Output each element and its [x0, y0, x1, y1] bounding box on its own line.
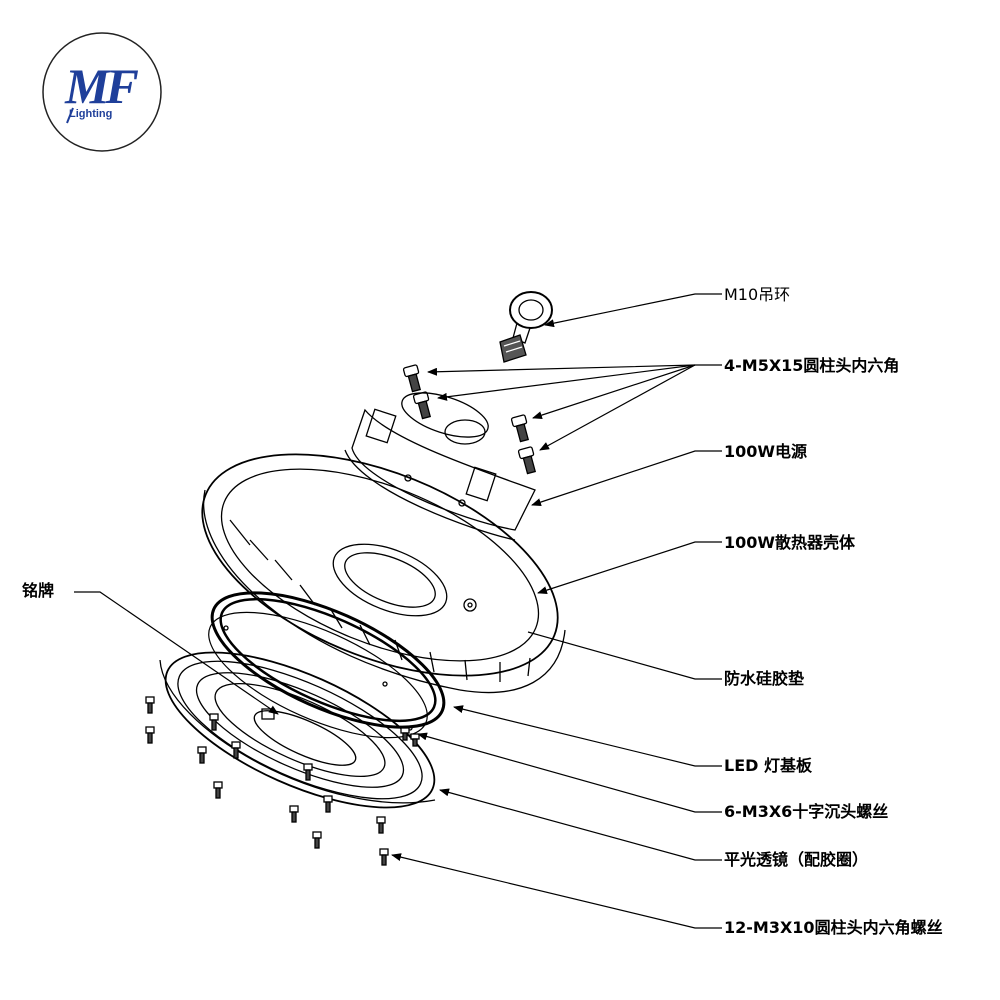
label-lens: 平光透镜（配胶圈）: [724, 850, 869, 869]
leader-m3x6: [417, 732, 722, 813]
logo-mark: MF: [64, 58, 139, 114]
heatsink-housing-part: [201, 453, 566, 694]
led-board-part: [208, 611, 428, 739]
leader-eye-bolt: [544, 293, 722, 328]
label-m3x10-screws: 12-M3X10圆柱头内六角螺丝: [724, 918, 943, 937]
label-nameplate: 铭牌: [22, 581, 55, 600]
gasket-part: [210, 591, 446, 729]
logo-emblem: MF Lighting: [42, 32, 162, 152]
leader-lines: [74, 293, 722, 929]
power-driver-part: [344, 392, 536, 541]
logo-slash: [66, 107, 74, 124]
leader-nameplate: [74, 591, 279, 715]
label-led-board: LED 灯基板: [724, 756, 812, 775]
leader-m3x10: [391, 853, 722, 929]
m3x10-screws-part: [145, 696, 389, 866]
logo-ring: [42, 32, 162, 152]
label-driver: 100W电源: [724, 442, 808, 461]
logo-subtext: Lighting: [69, 108, 112, 120]
label-heatsink: 100W散热器壳体: [724, 533, 856, 552]
leader-driver: [531, 450, 722, 506]
leader-lens: [439, 788, 722, 861]
leader-heatsink: [537, 541, 722, 595]
label-m5-screws: 4-M5X15圆柱头内六角: [724, 356, 900, 375]
leader-screw-2: [437, 364, 696, 401]
eye-bolt-part: [499, 291, 553, 363]
leader-screw-4: [539, 364, 696, 451]
label-gasket: 防水硅胶垫: [724, 669, 805, 688]
leader-screw-3: [532, 364, 696, 420]
m5-screws-part: [402, 364, 537, 475]
leader-led-board: [453, 705, 722, 767]
label-eye-bolt: M10吊环: [724, 285, 791, 304]
label-m3x6-screws: 6-M3X6十字沉头螺丝: [724, 802, 889, 821]
leader-gasket: [527, 631, 722, 680]
mf-lighting-logo: MF Lighting: [41, 31, 163, 153]
